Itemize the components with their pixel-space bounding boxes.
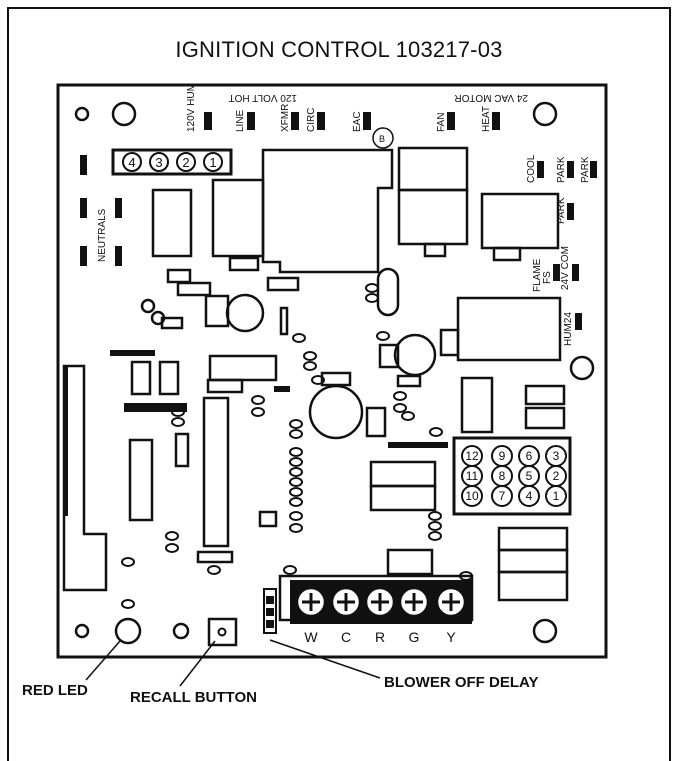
label-line: LINE [235,109,246,132]
mounting-hole [172,622,190,640]
terminal-line [247,112,255,130]
terminal-fs [553,264,560,281]
label-hum24: HUM24 [563,312,574,346]
screw-terminal-label: G [409,629,420,645]
label-hum120: 120V HUM [186,83,197,132]
terminal-xfmr [291,112,299,130]
volt-hot-label: 120 VOLT HOT [228,92,297,103]
terminal-eac [363,112,371,130]
terminal-cool [537,161,544,178]
label-heat: HEAT [481,106,492,132]
mounting-hole [74,623,90,639]
keypad-key: 6 [526,449,533,463]
keypad-key: 1 [553,489,560,503]
label-fan: FAN [436,113,447,132]
mounting-hole [532,618,558,644]
terminal-fan [447,112,455,130]
terminal-park [567,161,574,178]
terminal-24v-com [572,264,579,281]
marker-b-label: B [379,134,385,144]
label-neutrals: NEUTRALS [97,208,108,262]
screw-terminal-label: R [375,629,385,645]
connector-pin: 2 [182,155,189,170]
recall-button-label: RECALL BUTTON [130,689,257,706]
label-24v-com: 24V COM [560,246,571,290]
label-circ: CIRC [306,108,317,132]
terminal-heat [492,112,500,130]
vac-motor-label: 24 VAC MOTOR [454,92,528,103]
label-flame: FLAME [532,258,543,292]
label-park-2: PARK [580,156,591,183]
label-xfmr: XFMR [280,104,291,132]
mounting-hole [532,101,558,127]
keypad-key: 11 [466,469,479,483]
screw-terminal-label: Y [446,629,456,645]
connector-pin: 1 [209,155,216,170]
label-eac: EAC [352,111,363,132]
keypad-key: 9 [499,449,506,463]
keypad-key: 7 [499,489,506,503]
terminal-hum120 [204,112,212,130]
blower-off-delay-label: BLOWER OFF DELAY [384,674,538,691]
keypad-key: 3 [553,449,560,463]
keypad-key: 8 [499,469,506,483]
terminal-park [567,203,574,220]
keypad-key: 12 [465,449,479,463]
connector-pin: 4 [128,155,135,170]
screw-terminal-label: W [304,629,318,645]
recall-button[interactable] [207,617,238,647]
screw-terminal-label: C [341,629,351,645]
terminal-circ [317,112,325,130]
label-cool: COOL [526,154,537,183]
marker-b [372,127,394,149]
label-park-1: PARK [556,156,567,183]
diagram-title: IGNITION CONTROL 103217-03 [175,37,503,62]
keypad-block [452,436,572,516]
keypad-key: 4 [526,489,533,503]
keypad-key: 2 [553,469,560,483]
keypad-key: 5 [526,469,533,483]
label-park-3: PARK [556,197,567,224]
connector-pin: 3 [155,155,162,170]
terminal-hum24 [575,313,582,330]
mounting-hole [74,106,90,122]
red-led-label: RED LED [22,682,88,699]
keypad-key: 10 [465,489,479,503]
terminal-park [590,161,597,178]
label-fs: FS [542,271,553,284]
red-led [114,617,142,645]
mounting-hole [111,101,137,127]
